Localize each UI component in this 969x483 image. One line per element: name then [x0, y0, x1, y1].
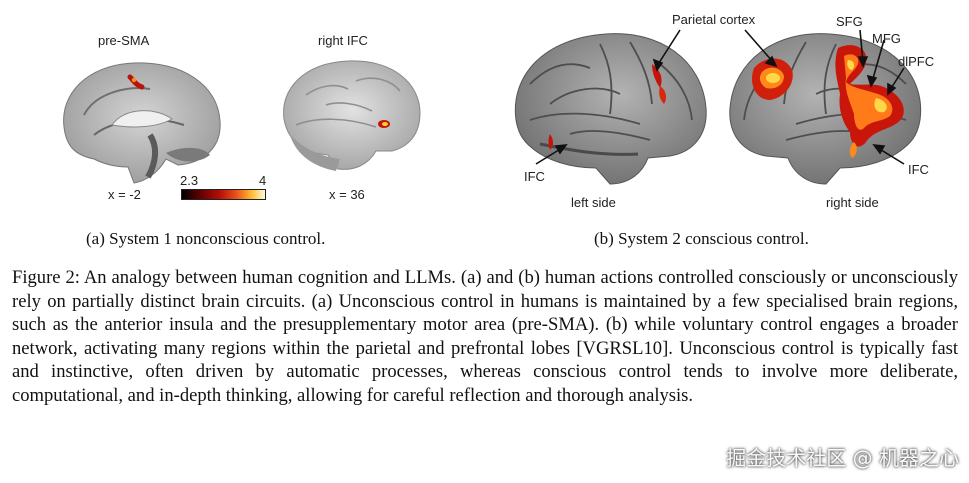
subcaption-b: (b) System 2 conscious control.: [594, 229, 809, 248]
subcaption-a: (a) System 1 nonconscious control.: [86, 229, 326, 248]
panel-b: Parietal cortex SFG MFG dlPFC IFC IFC le…: [480, 0, 969, 260]
brain-lateral-right-image: [729, 33, 922, 185]
colorbar-max-label: 4: [259, 173, 267, 188]
coord-left: x = -2: [108, 187, 141, 202]
label-ifc-right: IFC: [908, 162, 929, 177]
label-mfg: MFG: [872, 31, 901, 46]
panel-a: pre-SMA right IFC x = -2: [0, 0, 480, 260]
label-sfg: SFG: [836, 14, 863, 29]
label-right-ifc: right IFC: [318, 33, 368, 48]
figure-caption: Figure 2: An analogy between human cogni…: [12, 267, 958, 406]
label-right-side: right side: [826, 195, 879, 210]
annotation-arrows: [535, 29, 905, 165]
colorbar: [181, 189, 266, 200]
brain-medial-left-image: [63, 62, 221, 184]
colorbar-min-label: 2.3: [180, 173, 199, 188]
label-parietal-cortex: Parietal cortex: [672, 12, 756, 27]
label-pre-sma: pre-SMA: [98, 33, 150, 48]
brain-sagittal-right-image: [283, 60, 421, 171]
coord-right: x = 36: [329, 187, 365, 202]
watermark: 掘金技术社区 @ 机器之心: [726, 446, 959, 470]
label-dlpfc: dlPFC: [898, 54, 935, 69]
label-left-side: left side: [571, 195, 616, 210]
label-ifc-left: IFC: [524, 169, 545, 184]
